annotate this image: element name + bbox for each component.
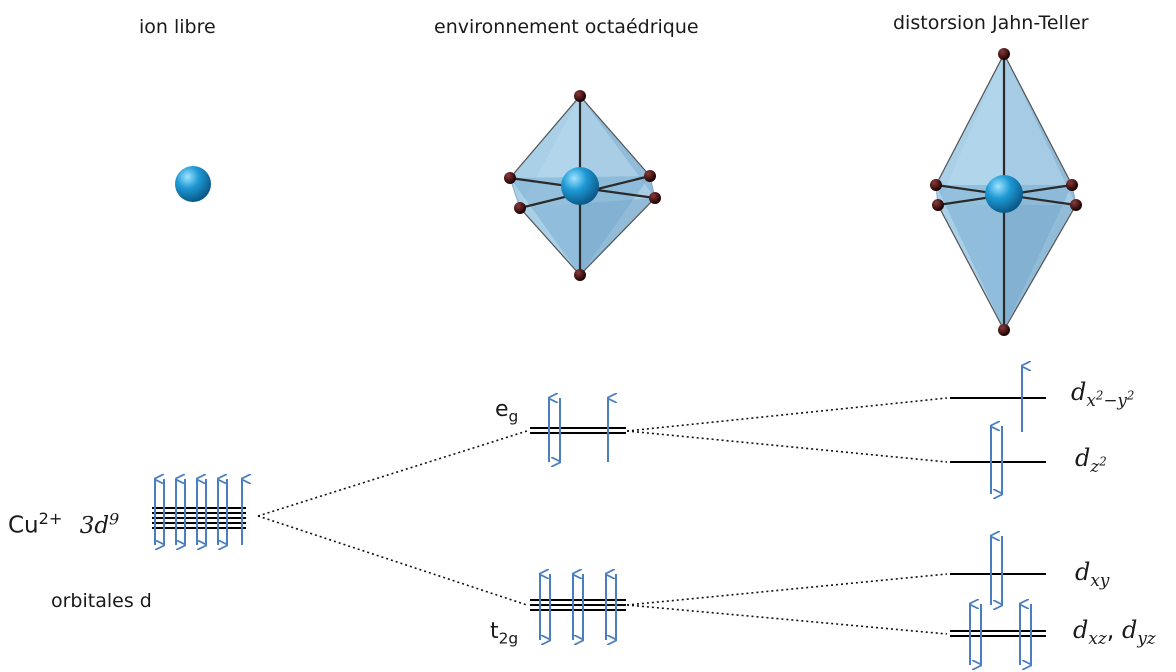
octahedron-icon xyxy=(504,90,661,281)
energy-levels xyxy=(152,397,1046,637)
ion-symbol: Cu xyxy=(8,512,39,539)
cu-ion-sphere-icon xyxy=(175,166,211,202)
dxz-dyz-label: dxz, dyz xyxy=(1073,616,1156,648)
eg-label: eg xyxy=(495,397,519,426)
column-title-jahn-teller: distorsion Jahn-Teller xyxy=(893,12,1089,34)
ion-configuration-label: Cu2+ 3d9 xyxy=(8,509,119,539)
column-title-octahedral: environnement octaédrique xyxy=(434,16,699,38)
spin-arrows-jt xyxy=(969,366,1032,665)
correlation-lines xyxy=(257,397,948,635)
dx2-y2-label: dx2−y2 xyxy=(1071,378,1135,410)
orbitals-label: orbitales d xyxy=(51,590,152,612)
spin-arrows-t2g xyxy=(539,574,617,640)
t2g-label: t2g xyxy=(490,619,519,648)
spin-arrows-3d xyxy=(154,479,242,545)
dz2-label: dz2 xyxy=(1075,444,1107,476)
ion-charge: 2+ xyxy=(38,509,63,528)
column-title-free-ion: ion libre xyxy=(139,16,216,38)
spin-arrows-eg xyxy=(548,398,608,462)
elongated-octahedron-icon xyxy=(930,48,1082,336)
dxy-label: dxy xyxy=(1075,558,1110,590)
electron-config: 3d9 xyxy=(79,509,120,539)
